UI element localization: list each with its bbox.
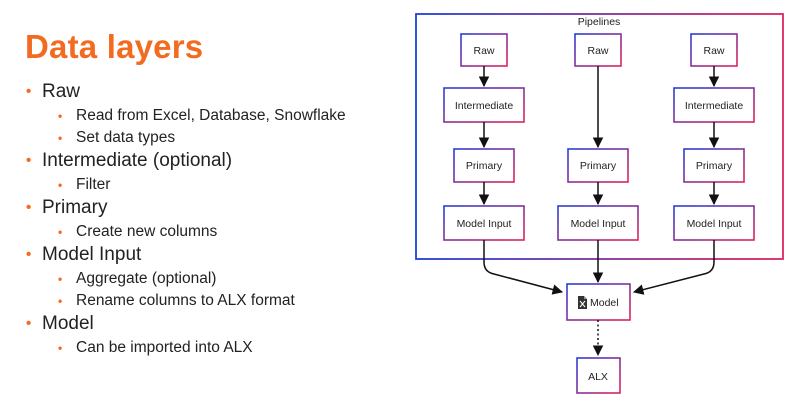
- sub-bullet: • Create new columns: [26, 221, 416, 243]
- sub-bullet-label: Read from Excel, Database, Snowflake: [76, 107, 346, 124]
- node-primary-3: [683, 148, 745, 183]
- node-label: ALX: [588, 371, 608, 383]
- sub-bullet: • Can be imported into ALX: [26, 337, 416, 359]
- bullet-dot: •: [58, 178, 63, 192]
- node-model-input-1: [443, 205, 525, 241]
- node-raw-1: [460, 33, 508, 67]
- pipeline-3: Raw Intermediate Primary Model Input: [673, 33, 755, 241]
- node-primary-2: [567, 148, 629, 183]
- bullet-dot: •: [58, 272, 63, 286]
- node-label: Raw: [587, 45, 608, 57]
- bullet-label: Model Input: [42, 244, 142, 265]
- node-label: Primary: [696, 160, 733, 172]
- sub-bullet-label: Rename columns to ALX format: [76, 292, 295, 309]
- node-label: Intermediate: [685, 100, 744, 112]
- node-raw-3: [690, 33, 738, 67]
- bullet-group-intermediate: • Intermediate (optional) • Filter: [26, 149, 416, 196]
- node-label: Primary: [466, 160, 503, 172]
- bullet-dot: •: [26, 246, 32, 263]
- node-intermediate-3: [673, 87, 755, 123]
- bullet-label: Intermediate (optional): [42, 150, 233, 171]
- bullet-dot: •: [26, 199, 32, 216]
- node-label: Raw: [703, 45, 724, 57]
- sub-bullet: • Rename columns to ALX format: [26, 290, 416, 312]
- pipelines-container: [415, 13, 784, 260]
- bullet-dot: •: [26, 152, 32, 169]
- bullet-group-primary: • Primary • Create new columns: [26, 196, 416, 243]
- bullet-model-input: • Model Input: [26, 243, 416, 266]
- node-label: Primary: [580, 160, 617, 172]
- bullet-dot: •: [58, 131, 63, 145]
- file-icon: [578, 296, 587, 309]
- bullet-dot: •: [26, 83, 32, 100]
- node-model-input-2: [557, 205, 639, 241]
- sub-bullet-label: Create new columns: [76, 223, 218, 240]
- sub-bullet-label: Set data types: [76, 129, 176, 146]
- bullet-group-model-input: • Model Input • Aggregate (optional) • Rena…: [26, 243, 416, 312]
- node-raw-2: [574, 33, 622, 67]
- bullet-dot: •: [58, 294, 63, 308]
- sub-bullet: • Filter: [26, 174, 416, 196]
- bullet-group-model: • Model • Can be imported into ALX: [26, 312, 416, 359]
- bullet-dot: •: [58, 109, 63, 123]
- bullet-raw: • Raw: [26, 80, 416, 103]
- slide-title: Data layers: [25, 28, 204, 65]
- node-intermediate-1: [443, 87, 525, 123]
- bullet-label: Raw: [42, 81, 81, 102]
- sub-bullet-label: Can be imported into ALX: [76, 339, 253, 356]
- pipelines-label: Pipelines: [578, 16, 621, 28]
- node-label: Model: [590, 297, 619, 309]
- bullet-dot: •: [58, 341, 63, 355]
- bullet-label: Model: [42, 313, 94, 334]
- model-box: [566, 283, 631, 321]
- bullet-model: • Model: [26, 312, 416, 335]
- node-label: Model Input: [687, 218, 742, 230]
- bullet-intermediate: • Intermediate (optional): [26, 149, 416, 172]
- bullet-label: Primary: [42, 197, 108, 218]
- sub-bullet: • Aggregate (optional): [26, 268, 416, 290]
- pipeline-1: Raw Intermediate Primary Model Input: [443, 33, 525, 241]
- sub-bullet-label: Filter: [76, 176, 111, 193]
- bullet-primary: • Primary: [26, 196, 416, 219]
- sub-bullet-label: Aggregate (optional): [76, 270, 217, 287]
- node-label: Raw: [473, 45, 494, 57]
- node-model-input-3: [673, 205, 755, 241]
- bullet-dot: •: [58, 225, 63, 239]
- node-primary-1: [453, 148, 515, 183]
- bullet-group-raw: • Raw • Read from Excel, Database, Snowfla…: [26, 80, 416, 149]
- pipeline-2: Raw Primary Model Input: [557, 33, 639, 241]
- node-label: Model Input: [571, 218, 626, 230]
- node-label: Model Input: [457, 218, 512, 230]
- bullet-dot: •: [26, 315, 32, 332]
- node-label: Intermediate: [455, 100, 514, 112]
- edge-arrow: [632, 240, 715, 295]
- sub-bullet: • Set data types: [26, 127, 416, 149]
- node-alx: [576, 357, 621, 394]
- bullet-list: • Raw • Read from Excel, Database, Snowfla…: [26, 80, 416, 359]
- sub-bullet: • Read from Excel, Database, Snowflake: [26, 105, 416, 127]
- node-model: Model: [566, 283, 631, 321]
- edge-arrow: [483, 240, 564, 295]
